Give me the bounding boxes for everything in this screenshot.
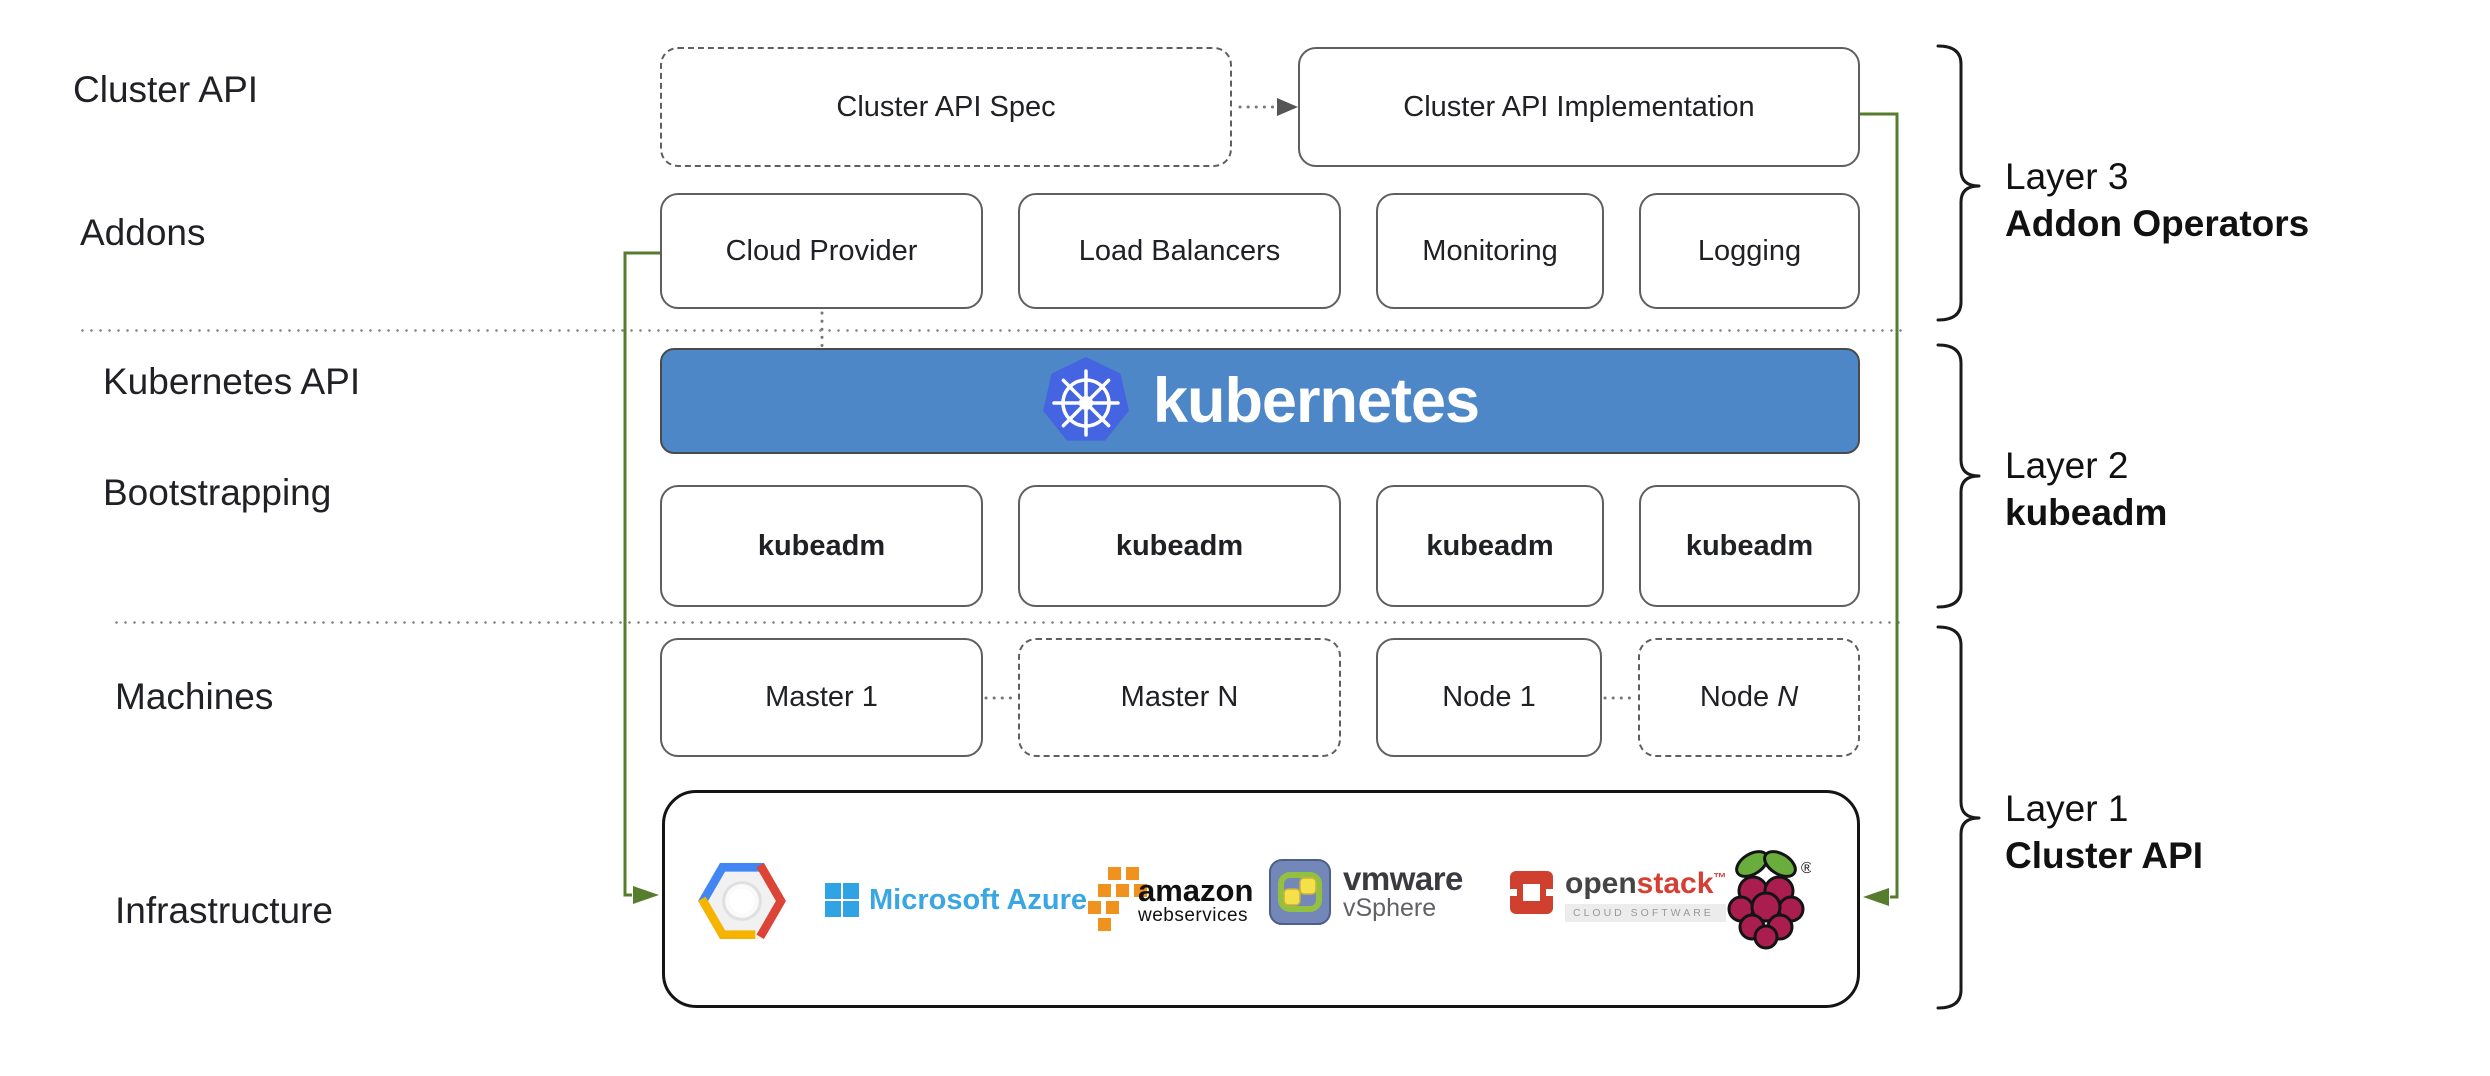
- azure-wordmark: Microsoft Azure: [869, 883, 1088, 916]
- kubeadm-label: kubeadm: [1685, 529, 1814, 562]
- machine-box-master-1: Master 1: [660, 638, 983, 757]
- aws-logo: amazon webservices: [1088, 867, 1253, 933]
- vmware-icon: [1269, 859, 1331, 925]
- layer-2-title: Layer 2: [2005, 445, 2129, 486]
- kubeadm-box-4: kubeadm: [1639, 485, 1860, 607]
- cloud-provider-label: Cloud Provider: [725, 234, 918, 267]
- row-label-bootstrapping: Bootstrapping: [103, 472, 332, 513]
- layer-3-subtitle: Addon Operators: [2005, 203, 2310, 244]
- layer-2-brace: [1936, 343, 1981, 609]
- cluster-api-spec-box: Cluster API Spec: [660, 47, 1232, 167]
- spec-to-implementation-arrow: [1238, 98, 1298, 116]
- row-label-machines: Machines: [115, 676, 274, 717]
- separator-bootstrapping-machines: [112, 621, 1902, 624]
- kubeadm-box-2: kubeadm: [1018, 485, 1341, 607]
- addon-box-cloud-provider: Cloud Provider: [660, 193, 983, 309]
- layer-1-brace: [1936, 625, 1981, 1010]
- row-label-cluster-api: Cluster API: [73, 69, 259, 110]
- vmware-wordmark: vmware vSphere: [1343, 860, 1463, 922]
- kubeadm-box-1: kubeadm: [660, 485, 983, 607]
- layer-3-annotation: Layer 3 Addon Operators: [2005, 153, 2309, 247]
- raspberry-pi-logo: ®: [1723, 841, 1811, 951]
- vmware-vsphere-logo: vmware vSphere: [1269, 859, 1463, 925]
- cluster-api-spec-label: Cluster API Spec: [836, 90, 1056, 123]
- kubernetes-api-bar: kubernetes: [660, 348, 1860, 454]
- aws-boxes-icon: [1088, 867, 1147, 931]
- openstack-icon: [1508, 871, 1555, 914]
- separator-addons-kubernetes: [78, 329, 1902, 332]
- kubeadm-box-3: kubeadm: [1376, 485, 1604, 607]
- monitoring-label: Monitoring: [1422, 234, 1558, 267]
- row-label-kubernetes-api: Kubernetes API: [103, 361, 361, 402]
- microsoft-flag-icon: [825, 883, 859, 917]
- kubernetes-wordmark: kubernetes: [1152, 366, 1480, 436]
- machine-box-node-n: Node N: [1638, 638, 1860, 757]
- cluster-api-implementation-box: Cluster API Implementation: [1298, 47, 1860, 167]
- layer-3-title: Layer 3: [2005, 156, 2129, 197]
- logging-label: Logging: [1697, 234, 1802, 267]
- google-cloud-logo: [696, 855, 788, 947]
- openstack-logo: openstack™ CLOUD SOFTWARE: [1508, 863, 1727, 922]
- master-n-label: Master N: [1120, 681, 1239, 713]
- google-cloud-icon: [698, 862, 786, 940]
- aws-wordmark: amazon webservices: [1138, 872, 1254, 926]
- kubeadm-label: kubeadm: [1426, 529, 1554, 562]
- load-balancers-label: Load Balancers: [1078, 234, 1281, 267]
- openstack-wordmark: openstack™ CLOUD SOFTWARE: [1565, 863, 1727, 922]
- row-label-infrastructure: Infrastructure: [115, 890, 333, 931]
- layer-1-annotation: Layer 1 Cluster API: [2005, 785, 2203, 879]
- raspberry-pi-icon: ®: [1727, 850, 1811, 950]
- row-label-addons: Addons: [80, 212, 206, 253]
- kubeadm-label: kubeadm: [1115, 529, 1244, 562]
- kubeadm-label: kubeadm: [757, 529, 886, 562]
- layer-1-subtitle: Cluster API: [2005, 835, 2204, 876]
- addon-box-load-balancers: Load Balancers: [1018, 193, 1341, 309]
- node-1-label: Node 1: [1442, 681, 1536, 713]
- machine-box-node-1: Node 1: [1376, 638, 1602, 757]
- microsoft-azure-logo: Microsoft Azure: [825, 883, 1087, 917]
- openstack-tagline: CLOUD SOFTWARE: [1565, 904, 1727, 922]
- cluster-api-implementation-label: Cluster API Implementation: [1403, 90, 1755, 123]
- layer-3-brace: [1936, 44, 1981, 322]
- addon-box-monitoring: Monitoring: [1376, 193, 1604, 309]
- layer-2-annotation: Layer 2 kubeadm: [2005, 442, 2167, 536]
- infrastructure-box: Microsoft Azure amazon webservices: [662, 790, 1860, 1008]
- addon-box-logging: Logging: [1639, 193, 1860, 309]
- svg-text:®: ®: [1801, 860, 1811, 877]
- master-1-label: Master 1: [765, 681, 878, 713]
- kubernetes-logo-icon: [1043, 357, 1129, 441]
- green-connector-right: [1860, 112, 1899, 906]
- node-n-label: Node N: [1699, 681, 1799, 713]
- machine-box-master-n: Master N: [1018, 638, 1341, 757]
- layer-2-subtitle: kubeadm: [2005, 492, 2168, 533]
- layer-1-title: Layer 1: [2005, 788, 2129, 829]
- green-connector-left: [623, 251, 660, 904]
